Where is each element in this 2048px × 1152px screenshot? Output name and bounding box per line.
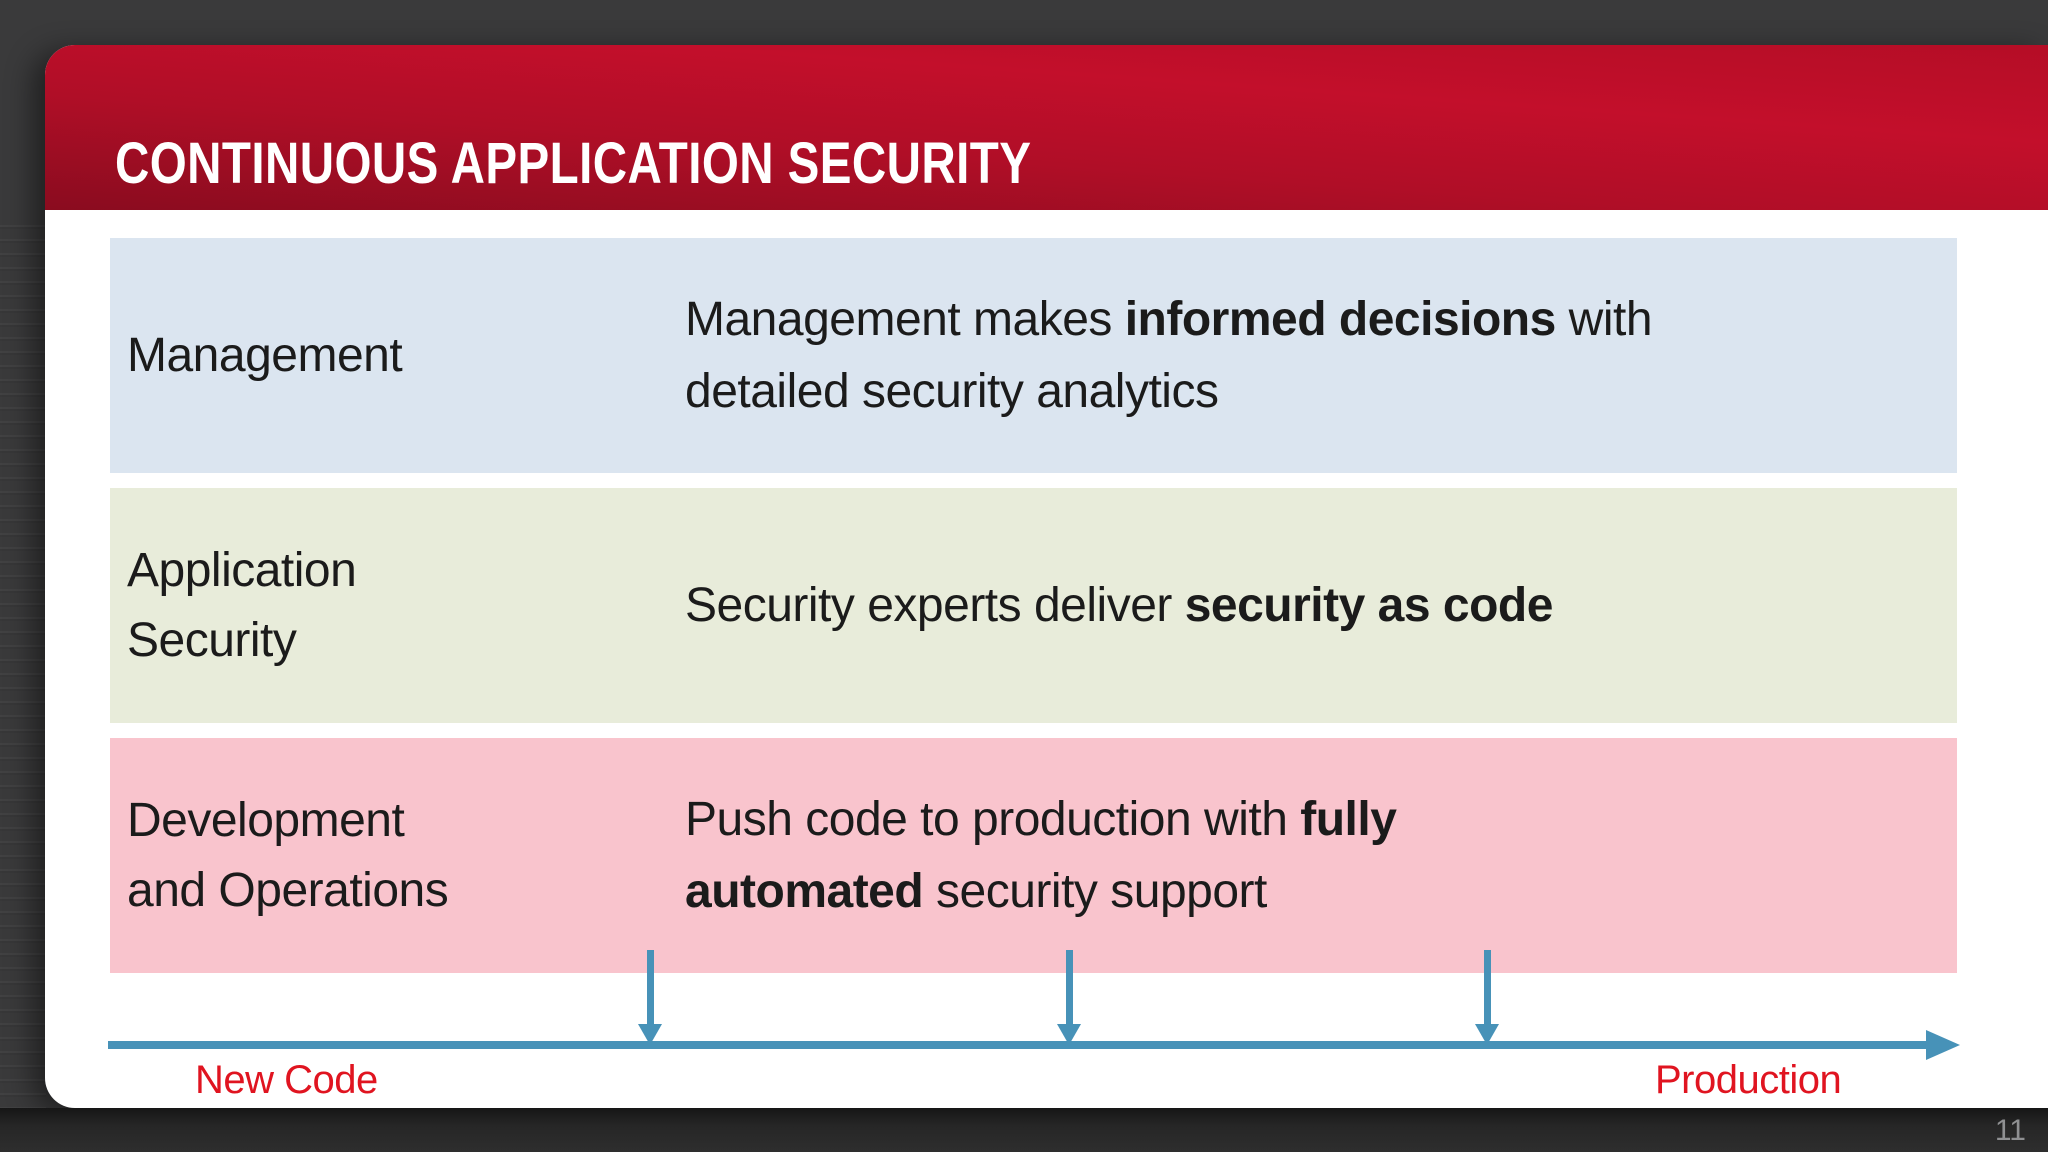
- timeline-end-label: Production: [1655, 1058, 1842, 1102]
- right-arrowhead-icon: [1926, 1030, 1960, 1060]
- slide-page-number: 11: [1994, 1114, 2026, 1147]
- timeline-start-label: New Code: [195, 1058, 378, 1102]
- viewer-background-texture: [0, 225, 46, 1108]
- slide-header: CONTINUOUS APPLICATION SECURITY: [45, 45, 2048, 210]
- slide: CONTINUOUS APPLICATION SECURITY Manageme…: [45, 45, 2048, 1108]
- row-description: Security experts deliver security as cod…: [685, 578, 1553, 632]
- process-rows: Management Management makes informed deci…: [110, 238, 1957, 988]
- row-label: Management: [127, 328, 403, 382]
- viewer-bottom-bar: 11: [0, 1108, 2048, 1152]
- timeline-arrow-line: [108, 1041, 1928, 1049]
- process-row: Management Management makes informed deci…: [110, 238, 1957, 473]
- row-description: Management makes informed decisions with…: [685, 292, 1653, 418]
- slide-title: CONTINUOUS APPLICATION SECURITY: [115, 131, 1032, 196]
